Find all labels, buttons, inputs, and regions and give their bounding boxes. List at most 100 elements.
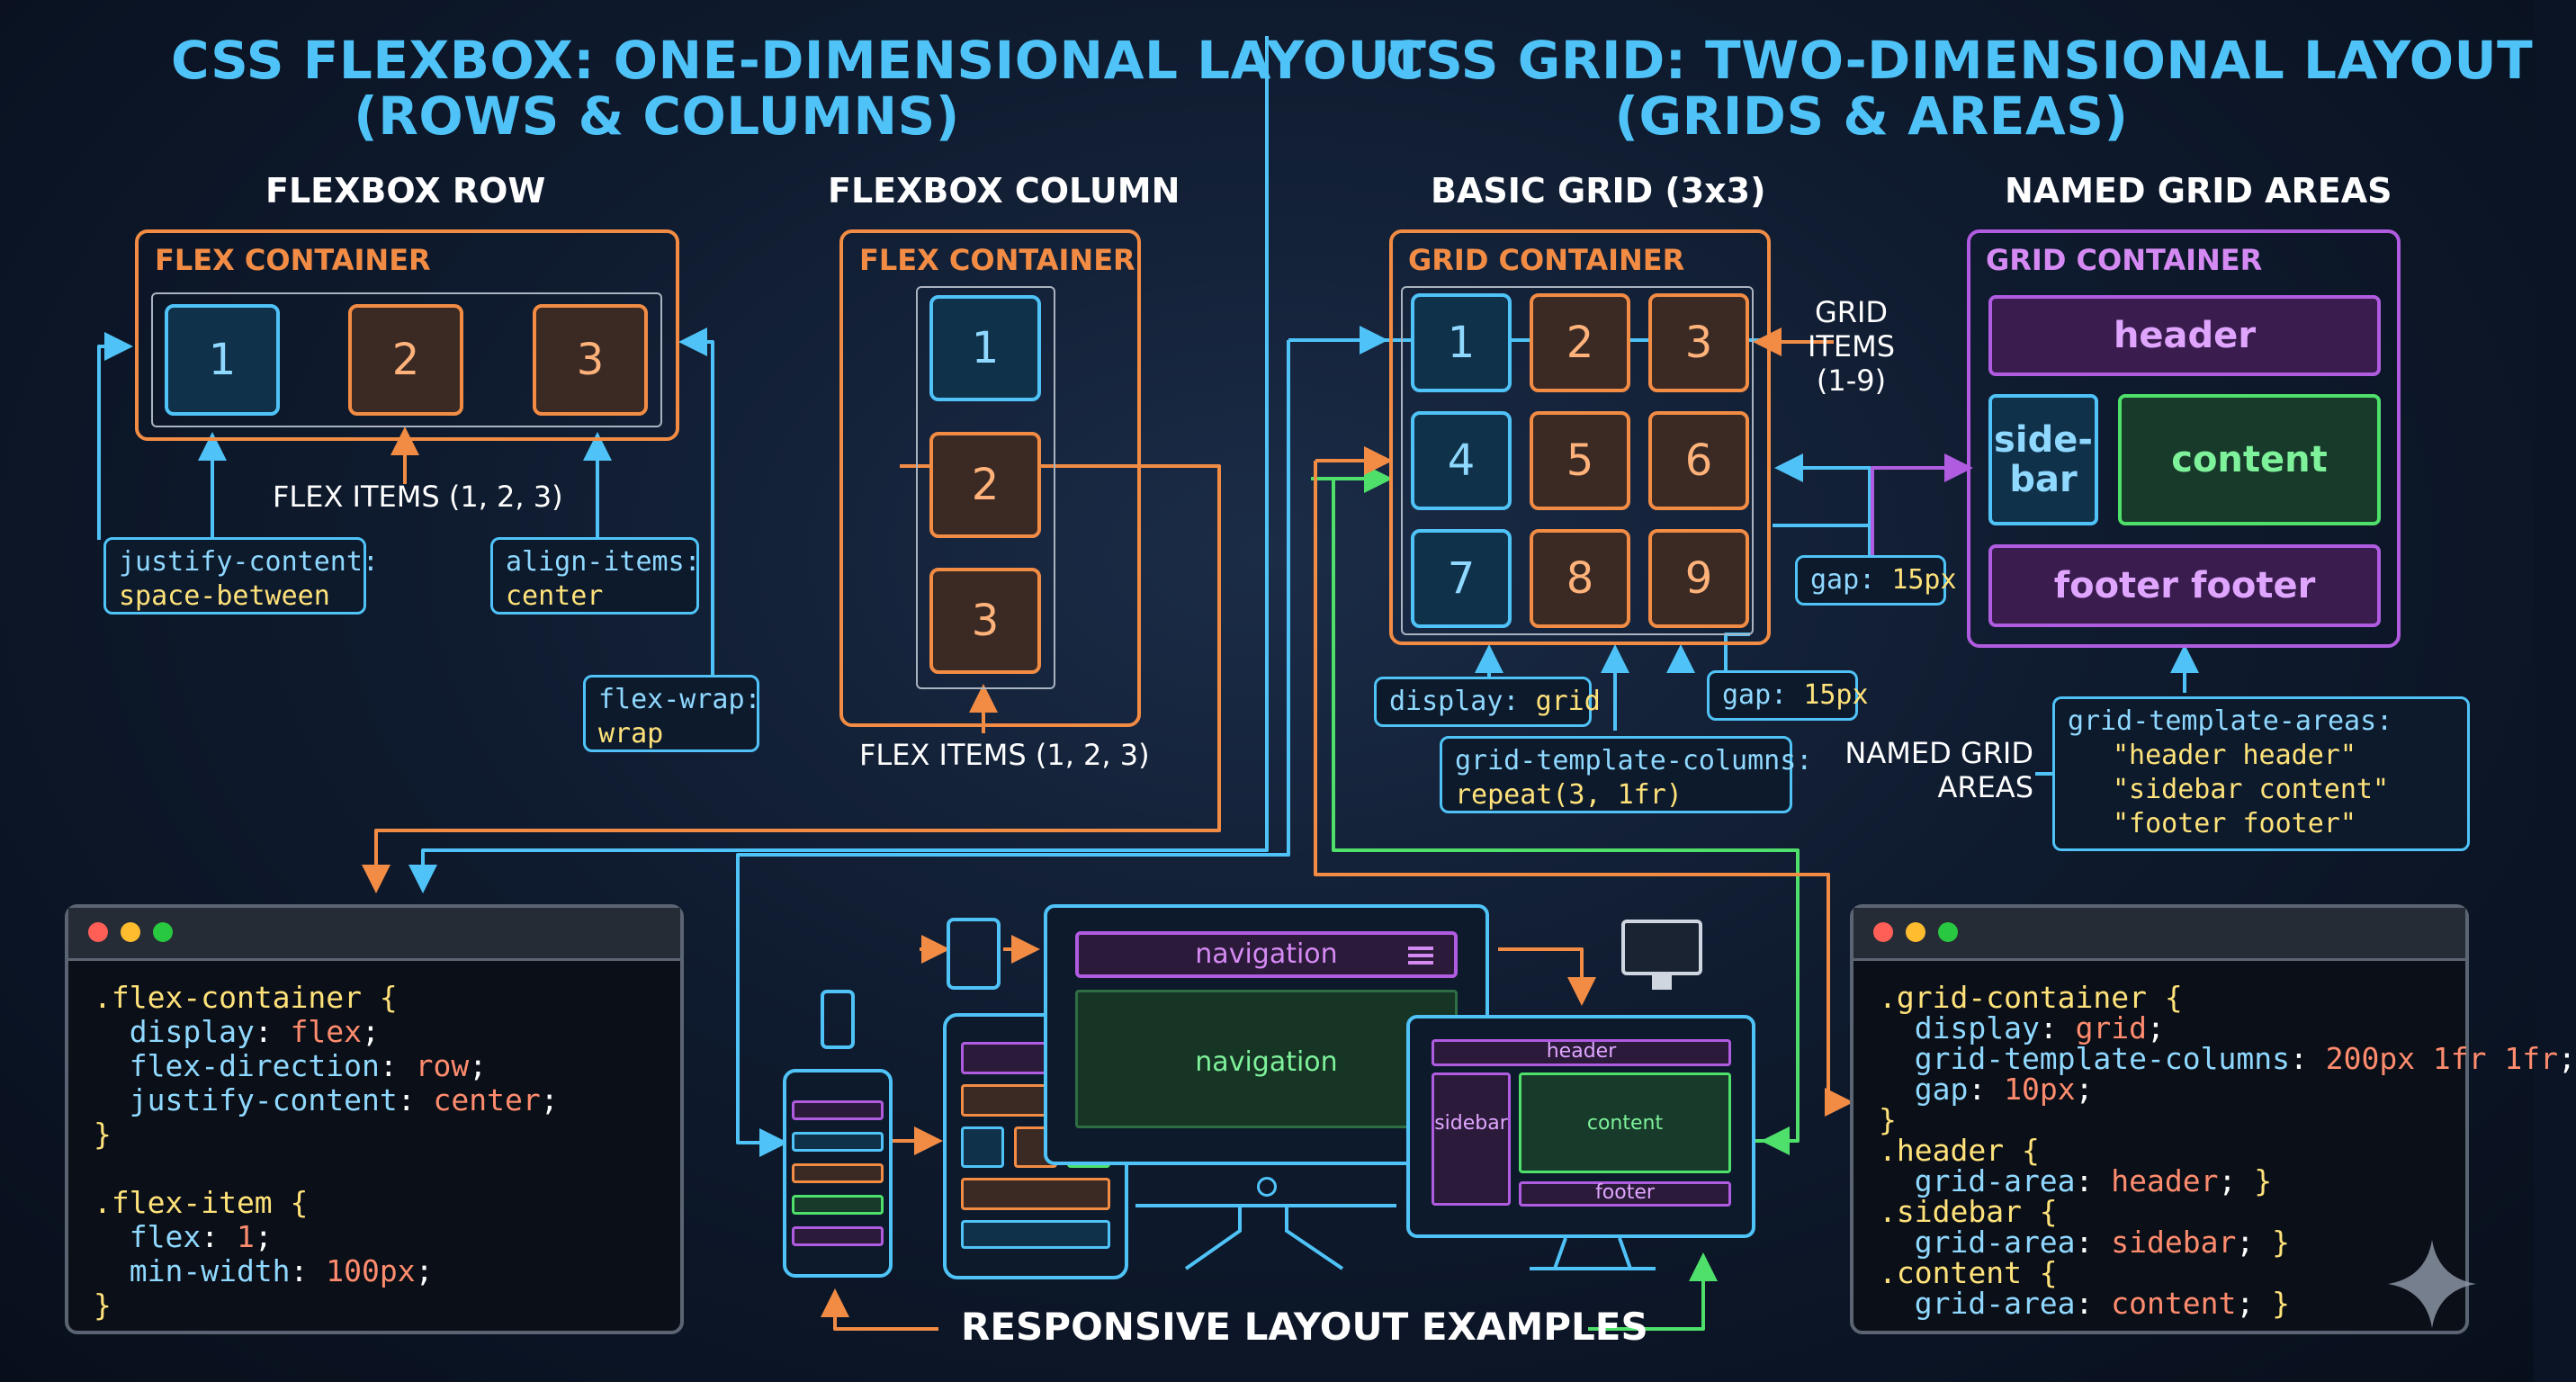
area-content: content	[2118, 394, 2381, 525]
grid-item-7: 7	[1411, 529, 1512, 628]
grid-template-areas-line-2: "sidebar content"	[2113, 774, 2390, 805]
code-line: justify-content: center;	[94, 1082, 559, 1117]
grid-item-2: 2	[1530, 293, 1630, 392]
flex-row-container	[135, 229, 679, 441]
flex-row-item-3: 3	[533, 304, 648, 416]
flex-column-items-label: FLEX ITEMS (1, 2, 3)	[859, 738, 1150, 772]
divider-line	[408, 36, 1269, 893]
code-line: flex: 1;	[94, 1219, 273, 1254]
flex-row-container-label: FLEX CONTAINER	[155, 243, 431, 277]
desktop-content-label: content	[1586, 1112, 1664, 1135]
code-line: .flex-container {	[94, 980, 398, 1015]
monitor-icon	[1621, 920, 1702, 975]
named-areas-container	[1967, 229, 2401, 648]
flex-column-item-1: 1	[929, 295, 1041, 401]
align-items-prop: align-items: center	[490, 537, 701, 615]
close-dot-icon	[1873, 922, 1893, 942]
basic-grid-container	[1389, 229, 1771, 645]
area-footer: footer footer	[1988, 544, 2381, 627]
grid-code-window: .grid-container { display: grid; grid-te…	[1850, 904, 2576, 1334]
monitor-body-label: navigation	[1195, 1046, 1338, 1078]
flex-column-item-3: 3	[929, 568, 1041, 674]
code-line: grid-area: content; }	[1879, 1286, 2290, 1321]
grid-item-6: 6	[1648, 411, 1749, 510]
monitor-nav-bar	[1075, 931, 1458, 978]
display-value: grid	[1535, 686, 1601, 717]
code-line: }	[94, 1117, 112, 1152]
phone-row-4	[792, 1195, 884, 1215]
close-dot-icon	[88, 922, 108, 942]
named-areas-title: NAMED GRID AREAS	[2005, 171, 2392, 211]
grid-template-areas-line-1: "header header"	[2113, 740, 2356, 771]
code-line: grid-area: header; }	[1879, 1163, 2273, 1198]
area-sidebar: side- bar	[1988, 394, 2098, 525]
flex-row-item-2: 2	[348, 304, 463, 416]
responsive-label: RESPONSIVE LAYOUT EXAMPLES	[961, 1305, 1648, 1349]
monitor-nav-label: navigation	[1195, 938, 1338, 970]
tablet-cell-1	[961, 1126, 1004, 1168]
grid-template-columns-value: repeat(3, 1fr)	[1455, 779, 1683, 811]
flex-code-titlebar	[68, 908, 680, 961]
gap-right-key: gap:	[1810, 564, 1876, 596]
code-line: grid-template-columns: 200px 1fr 1fr;	[1879, 1041, 2576, 1076]
grid-template-areas-prop: grid-template-areas: "header header" "si…	[2052, 696, 2470, 851]
minimize-dot-icon	[1906, 922, 1925, 942]
grid-template-columns-key: grid-template-columns:	[1455, 745, 1813, 776]
code-line: display: grid;	[1879, 1010, 2165, 1045]
gap-right-prop: gap: 15px	[1795, 555, 1957, 606]
flex-wrap-value: wrap	[598, 718, 664, 749]
code-line: }	[1879, 1102, 1897, 1137]
hamburger-icon	[1408, 947, 1433, 950]
grid-item-3: 3	[1648, 293, 1749, 392]
code-line: grid-area: sidebar; }	[1879, 1225, 2290, 1260]
code-line: .flex-item {	[94, 1185, 309, 1220]
phone-row-1	[792, 1100, 884, 1120]
desktop-sidebar-label: sidebar	[1434, 1112, 1508, 1135]
align-items-key: align-items:	[506, 546, 701, 578]
grid-item-5: 5	[1530, 411, 1630, 510]
grid-item-8: 8	[1530, 529, 1630, 628]
grid-template-columns-prop: grid-template-columns: repeat(3, 1fr)	[1440, 736, 1813, 813]
display-grid-prop: display: grid	[1374, 677, 1601, 727]
phone-icon	[821, 990, 855, 1049]
named-areas-container-label: GRID CONTAINER	[1986, 243, 2263, 277]
desktop-header	[1432, 1039, 1731, 1066]
phone-row-3	[792, 1163, 884, 1183]
minimize-dot-icon	[121, 922, 140, 942]
grid-item-1: 1	[1411, 293, 1512, 392]
justify-content-value: space-between	[119, 580, 330, 612]
flex-column-container	[839, 229, 1141, 727]
grid-template-areas-line-3: "footer footer"	[2113, 808, 2356, 839]
desktop-footer-label: footer	[1595, 1181, 1655, 1204]
area-header: header	[1988, 295, 2381, 376]
desktop-sidebar	[1432, 1072, 1511, 1206]
monitor-icon-stand	[1652, 975, 1672, 990]
gap-right-value: 15px	[1891, 564, 1957, 596]
tablet-row-4	[961, 1220, 1110, 1249]
flex-row-item-1: 1	[165, 304, 280, 416]
monitor-power-icon	[1257, 1177, 1277, 1197]
gap-bottom-key: gap:	[1722, 679, 1788, 711]
flex-row-inner	[151, 292, 662, 427]
flexbox-column-title: FLEXBOX COLUMN	[828, 171, 1180, 211]
code-line: display: flex;	[94, 1014, 380, 1049]
code-line: flex-direction: row;	[94, 1048, 488, 1083]
display-key: display:	[1389, 686, 1520, 717]
named-areas-side-label: NAMED GRID AREAS	[1844, 736, 2033, 804]
flex-column-container-label: FLEX CONTAINER	[859, 243, 1135, 277]
justify-content-key: justify-content:	[119, 546, 379, 578]
maximize-dot-icon	[1938, 922, 1958, 942]
code-line: }	[94, 1288, 112, 1323]
gap-bottom-value: 15px	[1803, 679, 1869, 711]
code-line: .header {	[1879, 1133, 2040, 1168]
align-items-value: center	[506, 580, 604, 612]
maximize-dot-icon	[153, 922, 173, 942]
flex-wrap-key: flex-wrap:	[598, 684, 761, 715]
flex-column-inner	[916, 286, 1055, 689]
phone-row-5	[792, 1226, 884, 1246]
desktop-content	[1519, 1072, 1731, 1173]
basic-grid-title: BASIC GRID (3x3)	[1431, 171, 1766, 211]
